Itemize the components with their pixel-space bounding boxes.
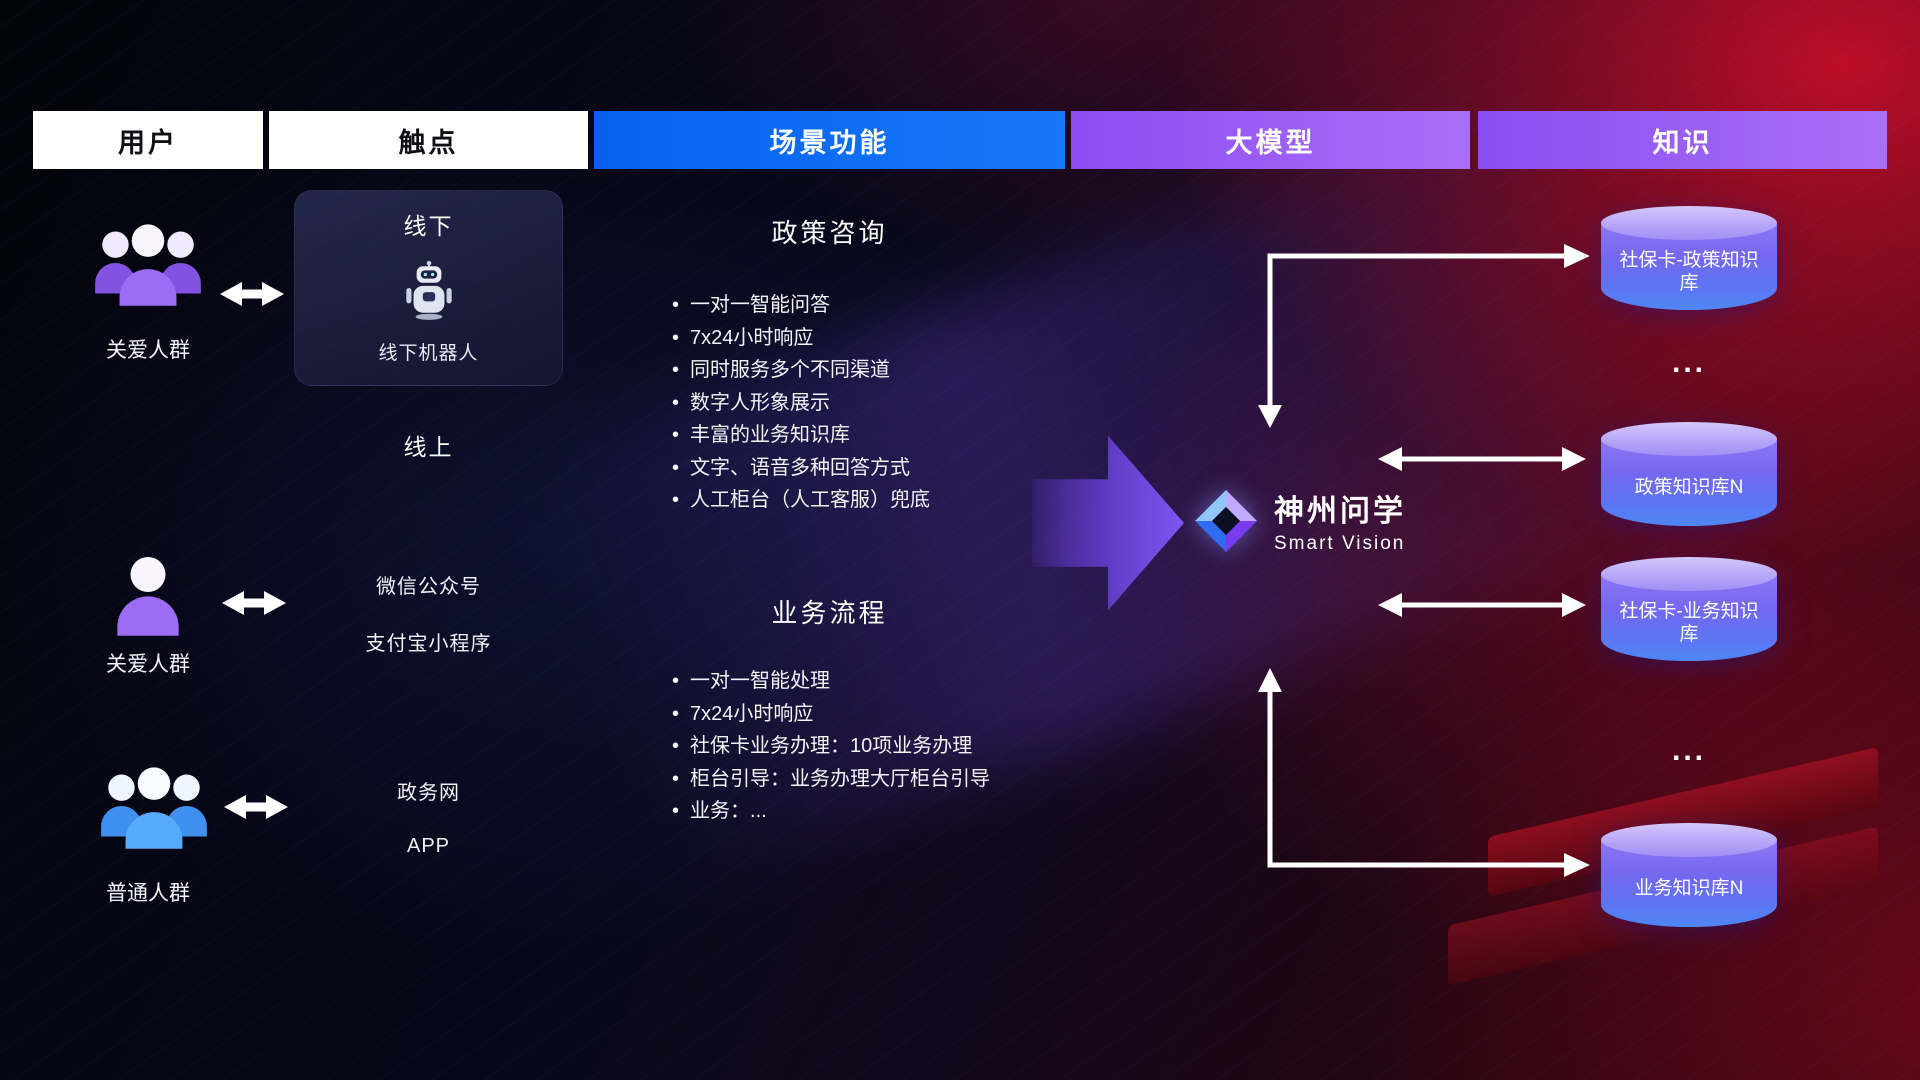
online-title: 线上 (403, 434, 454, 460)
group-users-icon (95, 224, 201, 306)
scene-bullet-item: 丰富的业务知识库 (672, 419, 930, 452)
channel-wechat: 微信公众号 (376, 576, 481, 598)
group-users-icon (101, 767, 207, 849)
column-header-scene-functions: 场景功能 (594, 111, 1065, 169)
knowledge-base-cylinder: 业务知识库N (1601, 823, 1777, 927)
knowledge-base-label: 业务知识库N (1634, 878, 1744, 899)
cylinder-top (1601, 557, 1777, 591)
offline-robot-label: 线下机器人 (378, 343, 479, 364)
knowledge-base-label: 政策知识库N (1634, 477, 1744, 498)
scene-bullet-item: 7x24小时响应 (672, 698, 990, 731)
knowledge-base-label: 社保卡-业务知识库 (1619, 600, 1759, 645)
scene-bullet-item: 业务：... (672, 795, 990, 828)
column-header-large-model: 大模型 (1071, 111, 1470, 169)
column-header-users: 用户 (33, 111, 263, 169)
cylinder-top (1601, 206, 1777, 240)
cylinder-top (1601, 422, 1777, 456)
column-header-knowledge: 知识 (1478, 111, 1887, 169)
diamond-logo-icon (1195, 489, 1257, 552)
offline-touchpoint-card: 线下 线下机器人 (294, 190, 563, 386)
user-group-label: 关爱人群 (106, 339, 190, 362)
scene-business-list: 一对一智能处理 7x24小时响应 社保卡业务办理：10项业务办理 柜台引导：业务… (672, 665, 990, 828)
model-logo: 神州问学 Smart Vision (1192, 486, 1406, 555)
scene-bullet-item: 人工柜台（人工客服）兜底 (672, 484, 930, 517)
scene-bullet-item: 一对一智能处理 (672, 665, 990, 698)
cylinder-top (1601, 823, 1777, 857)
channel-app: APP (406, 835, 451, 857)
channel-gov-web: 政务网 (397, 782, 460, 804)
scene-bullet-item: 柜台引导：业务办理大厅柜台引导 (672, 763, 990, 796)
scene-bullet-item: 7x24小时响应 (672, 322, 930, 355)
model-name: 神州问学 (1274, 495, 1406, 528)
scene-bullet-item: 一对一智能问答 (672, 289, 930, 322)
column-header-touchpoints: 触点 (269, 111, 588, 169)
robot-icon (405, 260, 452, 320)
knowledge-base-cylinder: 社保卡-政策知识库 (1601, 206, 1777, 310)
offline-title: 线下 (403, 213, 454, 239)
ellipsis-more: ... (1671, 346, 1706, 379)
user-group-label: 关爱人群 (106, 653, 190, 676)
knowledge-base-cylinder: 政策知识库N (1601, 422, 1777, 526)
scene-bullet-item: 数字人形象展示 (672, 387, 930, 420)
scene-bullet-item: 同时服务多个不同渠道 (672, 354, 930, 387)
ellipsis-more: ... (1671, 734, 1706, 767)
scene-bullet-item: 社保卡业务办理：10项业务办理 (672, 730, 990, 763)
channel-alipay: 支付宝小程序 (365, 633, 492, 655)
knowledge-base-cylinder: 社保卡-业务知识库 (1601, 557, 1777, 661)
single-user-icon (117, 556, 179, 636)
scene-policy-list: 一对一智能问答 7x24小时响应 同时服务多个不同渠道 数字人形象展示 丰富的业… (672, 289, 930, 517)
knowledge-base-label: 社保卡-政策知识库 (1619, 249, 1759, 294)
scene-title-policy: 政策咨询 (771, 218, 888, 248)
scene-bullet-item: 文字、语音多种回答方式 (672, 452, 930, 485)
scene-title-business: 业务流程 (771, 598, 888, 628)
model-subtitle: Smart Vision (1274, 533, 1406, 554)
user-group-label: 普通人群 (106, 882, 190, 905)
